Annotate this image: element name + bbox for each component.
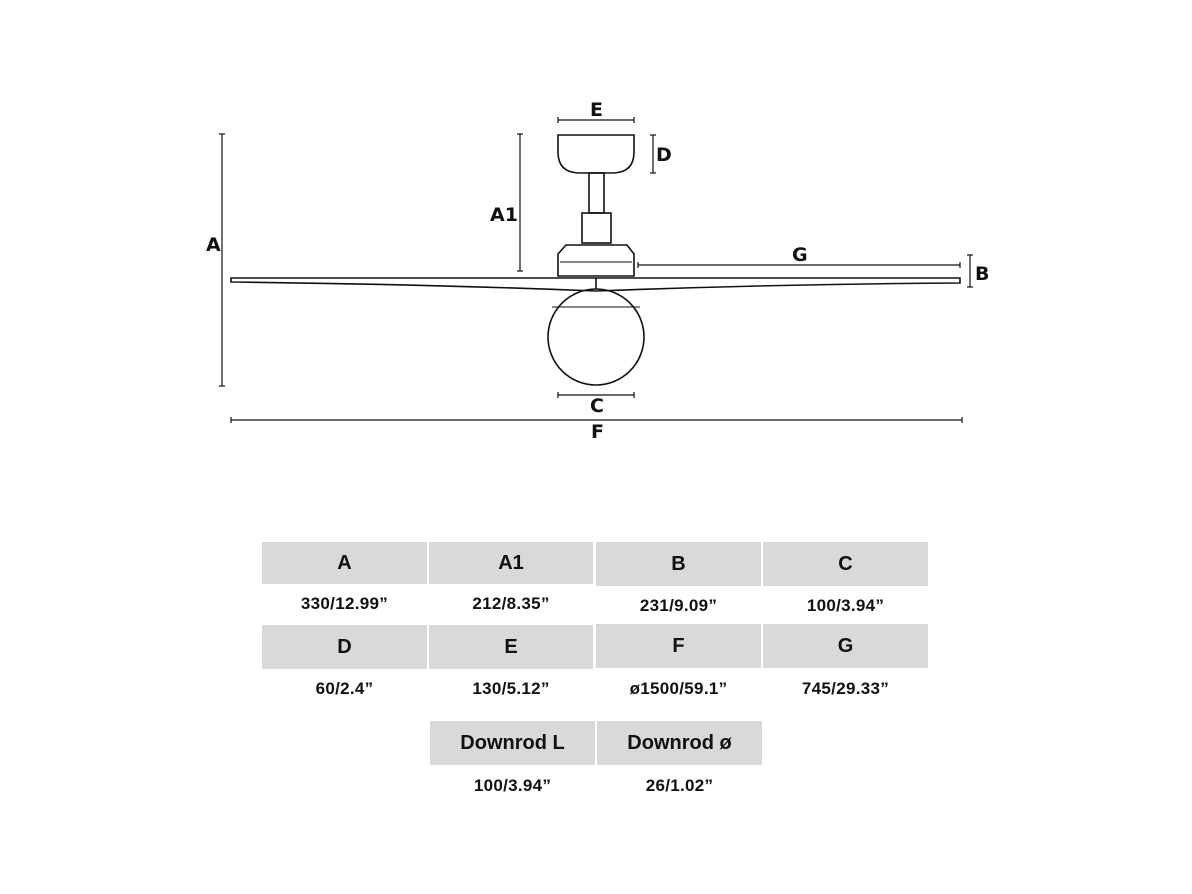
- header-f: F: [596, 624, 761, 668]
- header-downrod-length: Downrod L: [430, 721, 595, 765]
- label-a: A: [206, 234, 221, 256]
- blade-shape: [230, 277, 961, 292]
- label-b: B: [975, 263, 989, 285]
- value-d: 60/2.4”: [315, 679, 374, 698]
- dimension-line-b: [967, 254, 973, 288]
- value-c: 100/3.94”: [806, 596, 885, 615]
- canopy-shape: [557, 134, 635, 174]
- motor-housing-shape: [557, 244, 635, 277]
- header-e: E: [429, 625, 593, 669]
- light-globe-shape: [547, 288, 645, 386]
- header-d: D: [262, 625, 427, 669]
- value-downrod-diameter: 26/1.02”: [645, 776, 714, 795]
- downrod-shape: [588, 172, 605, 214]
- dimension-line-g: [637, 262, 961, 268]
- header-c: C: [763, 542, 928, 586]
- dimension-line-c: [557, 392, 635, 398]
- dimension-line-a1: [517, 133, 523, 272]
- label-c: C: [590, 395, 604, 417]
- label-a1: A1: [490, 204, 518, 226]
- value-f: ø1500/59.1”: [629, 679, 728, 698]
- value-a: 330/12.99”: [300, 594, 389, 613]
- label-d: D: [656, 144, 672, 166]
- dimension-line-a: [219, 133, 225, 387]
- label-f: F: [591, 421, 604, 443]
- label-e: E: [590, 99, 603, 121]
- value-downrod-length: 100/3.94”: [473, 776, 552, 795]
- label-g: G: [792, 244, 808, 266]
- header-downrod-diameter: Downrod ø: [597, 721, 762, 765]
- fan-dimension-diagram: A A1 E D G B C F: [206, 99, 989, 443]
- header-a1: A1: [429, 542, 593, 584]
- value-g: 745/29.33”: [801, 679, 890, 698]
- dimension-line-e: [557, 117, 635, 123]
- dimension-line-d: [650, 134, 656, 174]
- value-a1: 212/8.35”: [472, 594, 550, 613]
- header-a: A: [262, 542, 427, 584]
- coupler-shape: [581, 212, 612, 244]
- value-b: 231/9.09”: [639, 596, 718, 615]
- value-e: 130/5.12”: [472, 679, 550, 698]
- header-b: B: [596, 542, 761, 586]
- header-g: G: [763, 624, 928, 668]
- dimension-line-f: [230, 417, 963, 423]
